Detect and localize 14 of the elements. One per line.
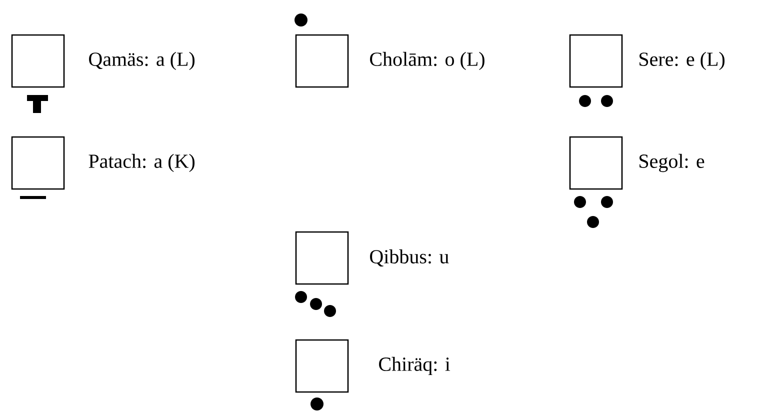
vowel-label: Sere: e (L) [640, 52, 724, 70]
vowel-label: Patach: a (K) [88, 154, 195, 172]
square-box [295, 231, 349, 285]
vowel-label: Qibbus: u [370, 249, 449, 267]
vowel-label: Cholām: o (L) [370, 52, 484, 70]
vowel-label: Chiräq: i [379, 356, 450, 376]
square-box [295, 34, 349, 88]
square-box [569, 34, 623, 88]
vowel-label: Qamäs: a (L) [89, 52, 195, 70]
square-box [11, 34, 65, 88]
vowel-label: Segol: e [640, 154, 704, 172]
square-box [569, 136, 623, 190]
square-box [295, 339, 349, 393]
square-box [11, 136, 65, 190]
